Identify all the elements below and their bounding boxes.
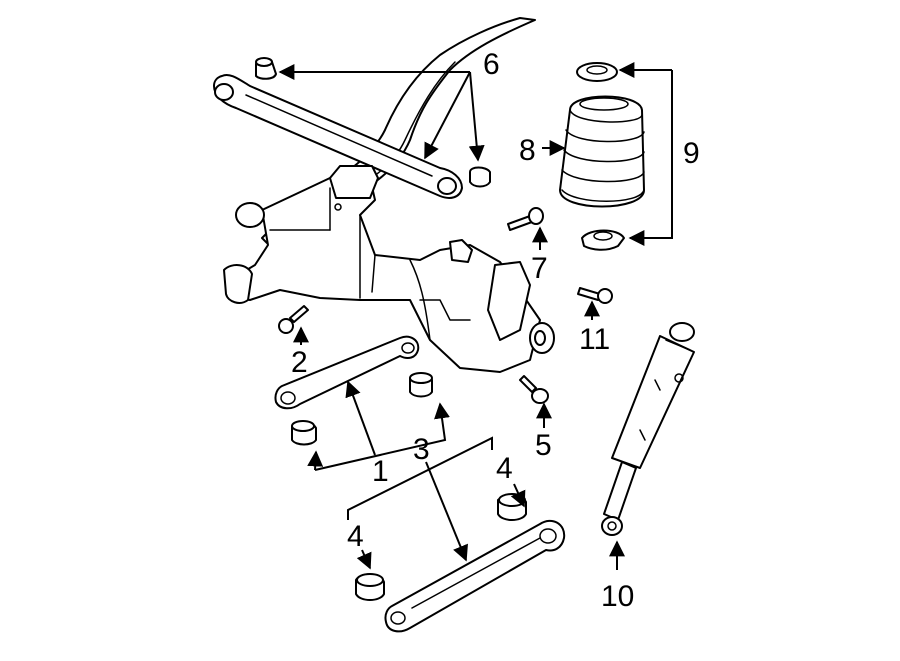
bushing-lower-right	[497, 493, 527, 521]
leader-lines	[278, 62, 673, 570]
callout-1: 1	[372, 455, 389, 488]
bushing-upper-right	[409, 372, 433, 398]
bump-stop-lower	[469, 166, 491, 188]
upper-spring-insulator	[576, 62, 618, 82]
callout-9: 9	[683, 137, 700, 170]
bump-stop-upper	[255, 57, 277, 80]
bolt-7	[507, 207, 544, 231]
callout-8: 8	[519, 134, 536, 167]
lower-control-arm	[384, 519, 566, 633]
shock-absorber	[601, 322, 695, 536]
crossmember	[213, 74, 463, 199]
callout-10: 10	[601, 580, 634, 613]
callout-3: 3	[413, 433, 430, 466]
callout-2: 2	[291, 346, 308, 379]
callout-4-left: 4	[347, 520, 364, 553]
lower-spring-insulator	[581, 229, 625, 251]
bushing-lower-left	[355, 573, 385, 601]
coil-spring	[559, 95, 645, 208]
bushing-upper-left	[291, 420, 317, 446]
callout-4-right: 4	[496, 452, 513, 485]
callout-6: 6	[483, 48, 500, 81]
callout-5: 5	[535, 429, 552, 462]
callout-11: 11	[579, 323, 610, 356]
rear-axle	[223, 165, 555, 373]
callout-7: 7	[531, 252, 548, 285]
bolt-5	[519, 375, 549, 404]
upper-control-arm	[274, 335, 420, 410]
bolt-11	[577, 287, 613, 304]
bolt-2	[278, 305, 309, 334]
